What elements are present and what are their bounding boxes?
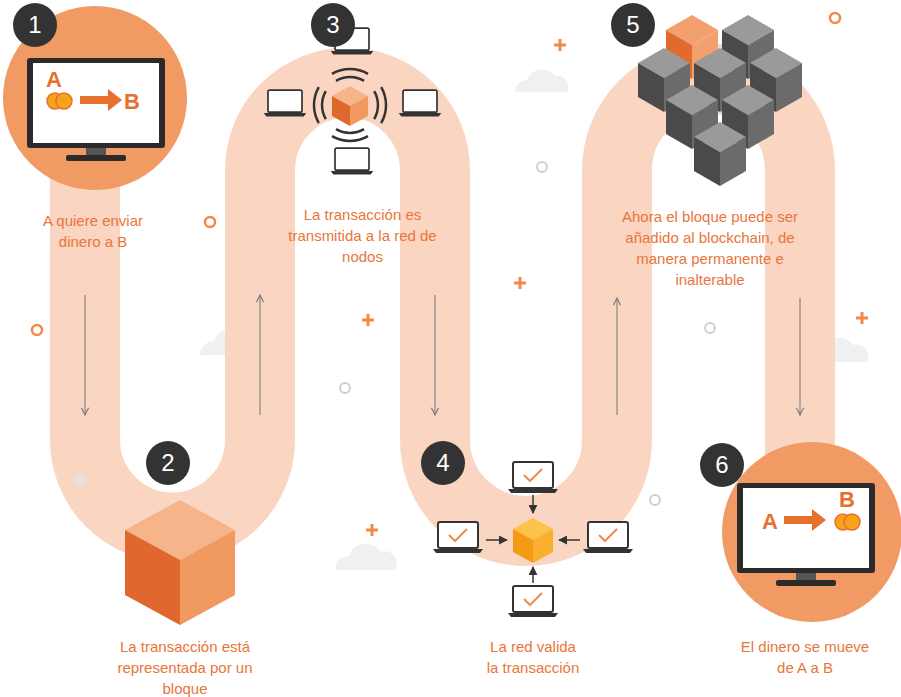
monitor-icon [737, 483, 875, 586]
callout-number: 1 [13, 11, 57, 39]
flow-arrow [800, 298, 801, 415]
screen-letter: A [756, 506, 784, 537]
blockchain-cubes [638, 15, 802, 186]
step-caption: El dinero se mueve de A a B [735, 636, 875, 678]
step-node: A B A quiere enviar dinero a B [0, 0, 190, 295]
step-node: A B El dinero se mueve de A a B [700, 415, 901, 697]
step-caption: A quiere enviar dinero a B [28, 210, 158, 252]
callout-number: 3 [311, 11, 355, 39]
step-caption: La transacción es transmitida a la red d… [275, 204, 450, 267]
monitor-icon [27, 58, 165, 161]
step-circle [722, 442, 901, 622]
plus-sign [74, 474, 86, 486]
flow-arrow [260, 295, 261, 415]
callout-number: 6 [700, 451, 744, 479]
validation-network [433, 462, 633, 617]
screen-letter: A [40, 64, 68, 95]
step-caption: La transacción está representada por un … [100, 636, 270, 697]
step-circle [3, 6, 187, 190]
network-broadcast [264, 28, 442, 174]
flow-arrow [85, 295, 86, 415]
screen-letter: B [833, 484, 861, 515]
step-caption: La red valida la transacción [485, 636, 581, 678]
flow-arrow [435, 295, 436, 415]
step-node: Ahora el bloque puede ser añadido al blo… [590, 0, 835, 298]
callout-number: 4 [421, 449, 465, 477]
block-cube [125, 500, 235, 625]
road-band [85, 79, 800, 540]
callout-number: 5 [611, 11, 655, 39]
step-node: La transacción es transmitida a la red d… [230, 0, 470, 295]
callout-number: 2 [146, 449, 190, 477]
step-node: La transacción está representada por un … [60, 415, 300, 697]
step-caption: Ahora el bloque puede ser añadido al blo… [612, 206, 808, 290]
flow-arrow [617, 298, 618, 415]
screen-letter: B [118, 86, 146, 117]
